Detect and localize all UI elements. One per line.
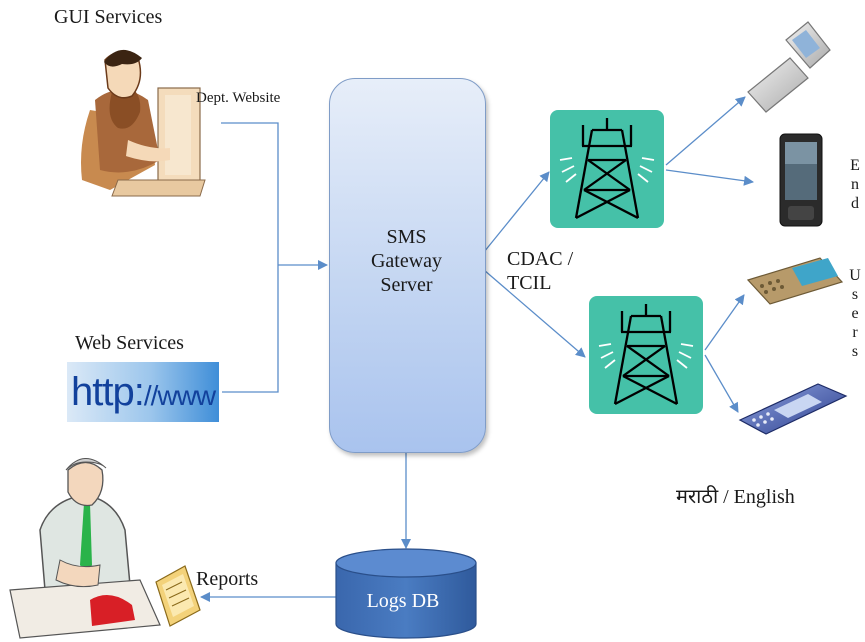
flip-phone-icon bbox=[747, 21, 831, 113]
reports-label: Reports bbox=[196, 568, 259, 590]
end-letter-3: d bbox=[851, 195, 859, 212]
server-to-tower-top-arrow bbox=[483, 171, 550, 253]
report-document-icon bbox=[155, 565, 201, 627]
tower-to-flip-phone-arrow bbox=[665, 96, 746, 166]
sms-gateway-server-box bbox=[329, 78, 486, 453]
tower-to-slider-phone-arrow bbox=[704, 354, 739, 413]
http-banner-icon: http://www bbox=[67, 362, 219, 422]
http-text: http: bbox=[71, 370, 145, 414]
gui-services-label: GUI Services bbox=[54, 6, 163, 28]
tower-to-smartphone-arrow bbox=[665, 169, 754, 186]
cdac-label-line-2: TCIL bbox=[507, 272, 552, 294]
www-text: //www bbox=[143, 380, 216, 411]
server-label-line-2: Gateway bbox=[370, 250, 443, 272]
logs-db-label: Logs DB bbox=[366, 590, 440, 612]
slider-phone-icon bbox=[738, 383, 848, 435]
users-letter-3: e bbox=[851, 305, 859, 322]
users-letter-4: r bbox=[852, 324, 858, 341]
web-services-label: Web Services bbox=[75, 332, 184, 354]
users-letter-5: s bbox=[851, 343, 859, 360]
connectors bbox=[200, 96, 754, 602]
tower-bottom bbox=[589, 296, 703, 414]
officer-at-computer-icon bbox=[81, 49, 206, 197]
end-vertical-label: E n d bbox=[848, 156, 862, 213]
web-services-connector bbox=[222, 265, 279, 393]
logs-db-cylinder bbox=[335, 548, 477, 639]
server-label-line-1: SMS bbox=[386, 226, 427, 248]
language-marathi: मराठी bbox=[676, 486, 719, 508]
dept-website-connector bbox=[221, 122, 279, 265]
users-vertical-label: U s e r s bbox=[848, 266, 862, 361]
dept-website-label: Dept. Website bbox=[196, 90, 281, 106]
users-letter-2: s bbox=[851, 286, 859, 303]
end-letter-2: n bbox=[851, 176, 859, 193]
tower-to-bar-phone-arrow bbox=[704, 294, 745, 351]
server-to-tower-bottom-arrow bbox=[483, 269, 586, 358]
bar-phone-icon bbox=[746, 257, 844, 305]
language-label: मराठी / English bbox=[676, 482, 795, 509]
language-english: / English bbox=[718, 486, 795, 508]
users-letter-1: U bbox=[849, 267, 861, 284]
server-label: SMS Gateway Server bbox=[329, 225, 484, 297]
smartphone-icon bbox=[779, 133, 823, 227]
manager-at-desk-icon bbox=[9, 458, 161, 639]
server-label-line-3: Server bbox=[380, 274, 433, 296]
cdac-label-line-1: CDAC / bbox=[507, 248, 574, 270]
tower-top bbox=[550, 110, 664, 228]
end-letter-1: E bbox=[850, 157, 860, 174]
